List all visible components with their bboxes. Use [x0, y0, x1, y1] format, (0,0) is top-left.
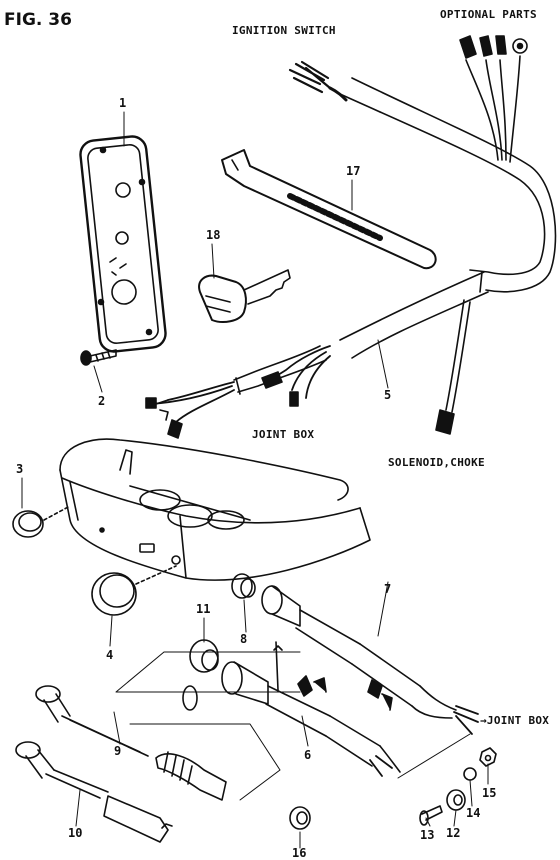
callout-7: 7 [384, 582, 392, 596]
callout-6: 6 [304, 748, 312, 762]
callout-16: 16 [292, 846, 307, 860]
grommet [182, 639, 219, 711]
harness-6 [221, 641, 401, 777]
callout-13: 13 [420, 828, 435, 842]
cable-10 [15, 741, 173, 843]
clamp [446, 789, 466, 811]
plug-large [91, 565, 177, 616]
bolt [419, 805, 443, 826]
control-box [59, 438, 371, 581]
strap [221, 149, 437, 270]
main-harness [145, 35, 557, 439]
callout-4: 4 [106, 648, 114, 662]
cable-9 [35, 685, 227, 801]
key [198, 269, 291, 323]
caption-solenoid-choke: SOLENOID,CHOKE [388, 456, 485, 469]
callout-9: 9 [114, 744, 122, 758]
callout-2: 2 [98, 394, 106, 408]
callout-14: 14 [466, 806, 481, 820]
screw [80, 349, 117, 366]
callout-8: 8 [240, 632, 248, 646]
figure-title: FIG. 36 [4, 10, 72, 30]
callout-1: 1 [119, 96, 127, 110]
callout-17: 17 [346, 164, 361, 178]
bushing [231, 573, 256, 599]
panel-plate [79, 135, 167, 353]
callout-3: 3 [16, 462, 24, 476]
caption-joint-box-arrow: →JOINT BOX [480, 714, 550, 727]
plug-small [12, 505, 71, 538]
callout-12: 12 [446, 826, 461, 840]
caption-optional-parts: OPTIONAL PARTS [440, 8, 537, 21]
group-outlines [115, 651, 471, 801]
washer [463, 767, 477, 781]
harness-7 [261, 585, 479, 735]
callout-10: 10 [68, 826, 83, 840]
caption-ignition-switch: IGNITION SWITCH [232, 24, 336, 37]
callout-11: 11 [196, 602, 211, 616]
callout-5: 5 [384, 388, 392, 402]
nut [479, 747, 497, 767]
callout-15: 15 [482, 786, 497, 800]
callout-18: 18 [206, 228, 221, 242]
ring-grommet [289, 806, 311, 830]
leader-lines [21, 111, 489, 849]
caption-joint-box: JOINT BOX [252, 428, 315, 441]
